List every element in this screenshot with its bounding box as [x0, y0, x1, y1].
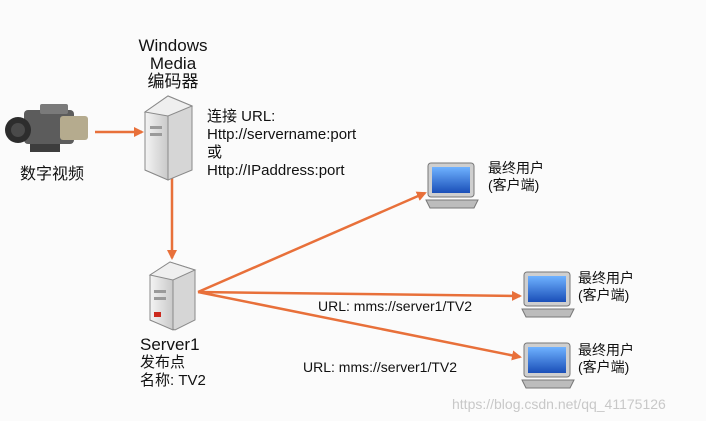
client-computer-icon [521, 271, 575, 318]
server-name: Server1 [140, 335, 200, 354]
encoder-label-line2: Media [149, 54, 197, 73]
client-label: 最终用户 (客户端) [488, 160, 544, 194]
server-label-line3: 名称: TV2 [140, 372, 206, 389]
url-label: URL: mms://server1/TV2 [318, 298, 473, 314]
connection-info-line4: Http://IPaddress:port [207, 162, 345, 179]
encoder-server-icon [143, 95, 194, 181]
watermark: https://blog.csdn.net/qq_41175126 [452, 396, 666, 412]
connection-info-line3: 或 [207, 144, 223, 161]
encoder-label-line3: 编码器 [147, 72, 199, 91]
client-label-line2: (客户端) [578, 359, 630, 375]
server-label: Server1 发布点 名称: TV2 [140, 335, 206, 390]
client-label: 最终用户 (客户端) [578, 342, 634, 376]
server-label-line2: 发布点 [140, 354, 186, 371]
connection-info-line1: 连接 URL: [207, 108, 276, 125]
client-computer-icon [425, 162, 479, 209]
client-label-line2: (客户端) [578, 287, 630, 303]
arrow-server-to-client-1 [197, 191, 427, 294]
encoder-label: Windows Media 编码器 [118, 37, 228, 91]
video-camera-icon [5, 104, 88, 152]
client-label: 最终用户 (客户端) [578, 270, 634, 304]
camera-label: 数字视频 [20, 166, 85, 183]
client-computer-icon [521, 342, 575, 389]
client-label-line1: 最终用户 [578, 342, 634, 358]
client-label-line2: (客户端) [488, 177, 540, 193]
publishing-server-icon [148, 261, 197, 331]
client-label-line1: 最终用户 [578, 270, 634, 286]
url-label: URL: mms://server1/TV2 [303, 359, 458, 375]
connection-info-line2: Http://servername:port [207, 126, 357, 143]
arrow-server-to-client-3 [197, 290, 522, 361]
client-label-line1: 最终用户 [488, 160, 544, 176]
arrow-server-to-client-2 [197, 290, 522, 301]
encoder-label-line1: Windows [138, 36, 208, 55]
connection-info: 连接 URL: Http://servername:port 或 Http://… [207, 108, 356, 180]
